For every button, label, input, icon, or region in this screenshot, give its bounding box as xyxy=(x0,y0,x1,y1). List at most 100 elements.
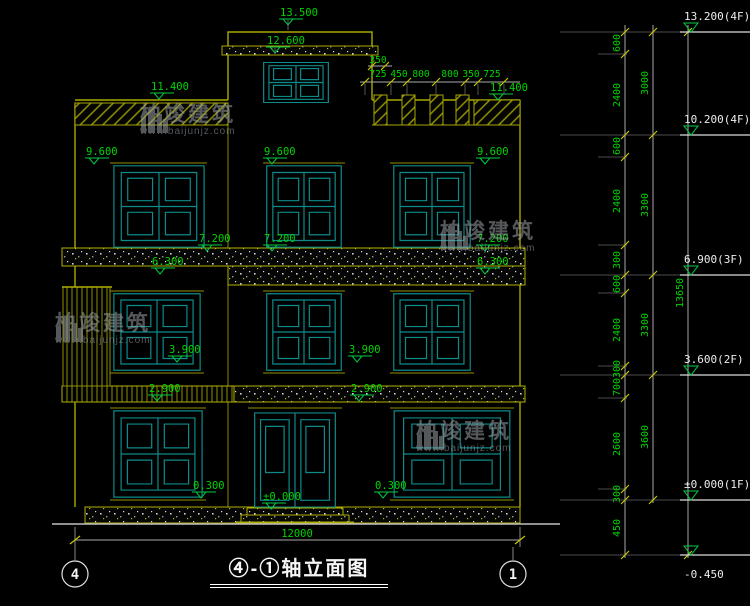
level-mark-icon xyxy=(347,355,373,363)
bottom-dim-ticks xyxy=(69,535,526,545)
level-marker-icon xyxy=(679,365,750,376)
dim-600-1: 600 xyxy=(612,34,623,52)
right-level-0000: ±0.000(1F) xyxy=(684,478,750,491)
dim-3600: 3600 xyxy=(640,425,651,449)
facade-level-marks: 13.500 12.600 11.400 11.400 9.600 9.600 … xyxy=(84,7,528,510)
dim-3300-2: 3300 xyxy=(640,313,651,337)
leader-lines xyxy=(274,20,289,54)
top-dim-ticks xyxy=(360,61,509,87)
level-12600-label: 12.600 xyxy=(267,35,305,47)
dim-2600: 2600 xyxy=(612,432,623,456)
level-6300-label: 6.300 xyxy=(152,256,184,268)
level-mark-icon xyxy=(84,157,110,165)
slab-2900-left xyxy=(61,385,235,403)
axis-number-1: 1 xyxy=(509,567,517,583)
level-mark-icon xyxy=(150,267,176,275)
level-2900-label: 2.900 xyxy=(351,383,383,395)
axis-number-4: 4 xyxy=(71,567,79,583)
top-dim-725a: 725 xyxy=(369,69,386,80)
parapet-post-2 xyxy=(401,94,416,126)
right-dimension-system: 600 2400 600 2400 300 600 2400 300 700 2… xyxy=(560,10,750,581)
top-dim-800b: 800 xyxy=(441,69,458,80)
level-3900-label: 3.900 xyxy=(169,344,201,356)
dim-3300-1: 3300 xyxy=(640,193,651,217)
level-0300-label: 0.300 xyxy=(375,480,407,492)
axis-bubble-4 xyxy=(61,560,89,588)
roof-band-right-hatch xyxy=(473,99,521,126)
top-dimension-chain: 350 725 450 800 800 350 725 xyxy=(360,55,520,95)
dim-700: 700 xyxy=(612,378,623,396)
dim-600-2: 600 xyxy=(612,137,623,155)
dim-2400-1: 2400 xyxy=(612,83,623,107)
axis-bubble-1 xyxy=(499,560,527,588)
parapet-post-3 xyxy=(429,94,444,126)
roof-bands xyxy=(74,45,521,126)
roof-band-left-hatch xyxy=(74,102,229,126)
right-level-3600: 3.600(2F) xyxy=(684,353,744,366)
level-mark-icon xyxy=(475,157,501,165)
window-1f-left xyxy=(113,410,203,498)
level-0000-label: ±0.000 xyxy=(263,491,301,503)
level-0300-label: 0.300 xyxy=(193,480,225,492)
right-level-lines xyxy=(560,31,698,556)
top-dim-350b: 350 xyxy=(462,69,479,80)
slab-6300 xyxy=(227,265,526,286)
dim-13650: 13650 xyxy=(675,278,686,308)
slab-2900-right xyxy=(233,385,526,403)
level-7200-label: 7.200 xyxy=(477,233,509,245)
penthouse-walls xyxy=(227,31,373,100)
top-dim-725b: 725 xyxy=(483,69,500,80)
top-dim-extensions xyxy=(364,84,505,95)
level-marker-icon xyxy=(679,265,750,276)
dim-450: 450 xyxy=(612,519,623,537)
level-mark-icon xyxy=(278,18,304,26)
penthouse-window xyxy=(263,62,329,103)
dim-300-2: 300 xyxy=(612,360,623,378)
right-level-m0450: -0.450 xyxy=(684,568,724,581)
right-chain-lines xyxy=(624,25,689,558)
top-dim-450: 450 xyxy=(390,69,407,80)
level-mark-icon xyxy=(488,93,514,101)
window-4f-right xyxy=(393,165,471,248)
window-3f-mid xyxy=(266,293,342,371)
parapet-post-4 xyxy=(455,94,470,126)
penthouse-roof-slab xyxy=(221,45,379,56)
right-minor-stubs xyxy=(598,53,627,490)
window-3f-left xyxy=(113,293,201,371)
balcony xyxy=(62,286,112,387)
level-marker-icon xyxy=(679,22,750,33)
lintels-sills xyxy=(110,162,514,501)
top-dim-350: 350 xyxy=(369,55,386,66)
dim-300-1: 300 xyxy=(612,251,623,269)
dim-2400-3: 2400 xyxy=(612,318,623,342)
window-1f-right xyxy=(393,410,511,498)
steps-lines xyxy=(236,507,354,523)
dim-600-3: 600 xyxy=(612,275,623,293)
bottom-dim-extensions xyxy=(74,527,521,560)
level-9600-label: 9.600 xyxy=(264,146,296,158)
level-11400-right-label: 11.400 xyxy=(490,82,528,94)
overall-width-dim: 12000 xyxy=(281,528,313,540)
level-3900-label: 3.900 xyxy=(349,344,381,356)
balcony-railing xyxy=(62,286,111,387)
level-marker-icon xyxy=(679,545,750,556)
level-2900-label: 2.900 xyxy=(149,383,181,395)
floor-slabs xyxy=(61,247,526,524)
top-dim-800a: 800 xyxy=(412,69,429,80)
level-marker-icon xyxy=(679,125,750,136)
bottom-dimension: 12000 4 1 xyxy=(61,527,527,588)
right-level-6900: 6.900(3F) xyxy=(684,253,744,266)
level-7200-label: 7.200 xyxy=(199,233,231,245)
level-7200-label: 7.200 xyxy=(264,233,296,245)
right-level-10200: 10.200(4F) xyxy=(684,113,750,126)
level-6300-label: 6.300 xyxy=(477,256,509,268)
drawing-title: ④-①轴立面图 xyxy=(210,552,388,588)
lintel-lines xyxy=(110,162,514,501)
window-3f-right xyxy=(393,293,471,371)
level-11400-left-label: 11.400 xyxy=(151,81,189,93)
inner-chain-ticks xyxy=(620,27,630,560)
level-9600-label: 9.600 xyxy=(477,146,509,158)
level-mark-icon xyxy=(149,92,175,100)
window-4f-left xyxy=(113,165,205,248)
